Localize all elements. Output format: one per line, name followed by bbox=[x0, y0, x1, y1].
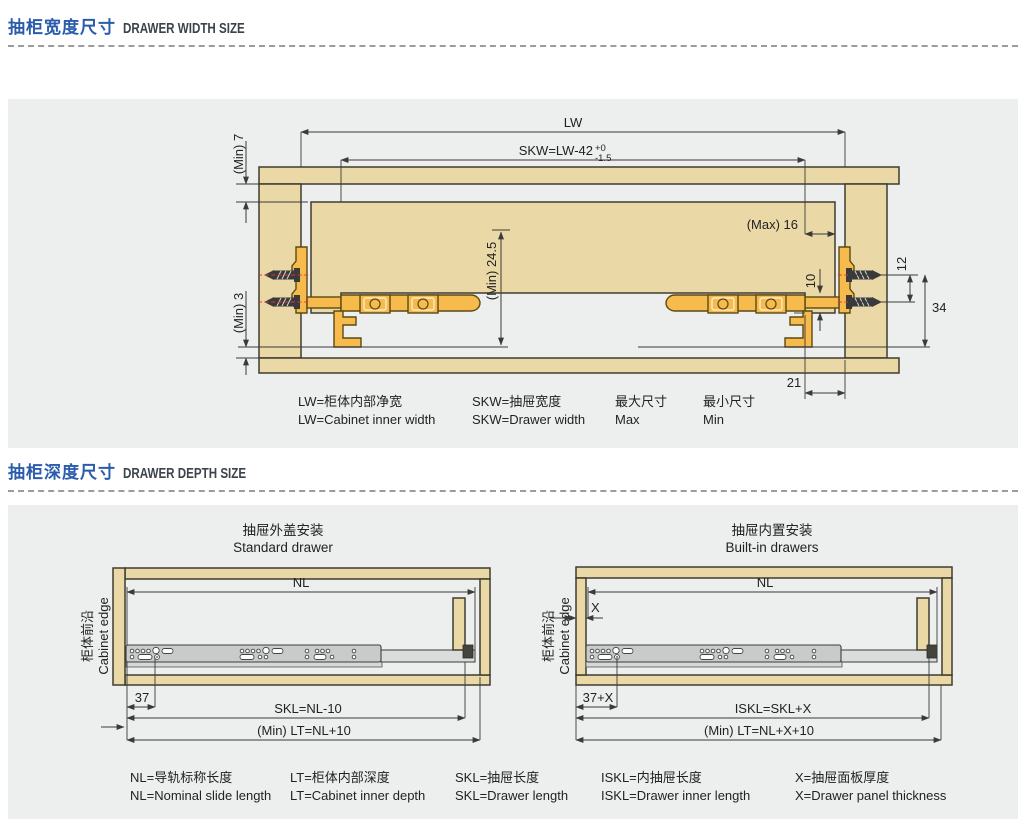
dim-37x: 37+X bbox=[583, 690, 614, 705]
depth-diagram: 抽屉外盖安装 Standard drawer NL bbox=[80, 523, 953, 743]
drawer-back-panel bbox=[916, 597, 930, 651]
dim-12: 12 bbox=[894, 257, 909, 271]
dim-lw: LW bbox=[564, 115, 583, 130]
depth-diagram-panel: 抽屉外盖安装 Standard drawer NL bbox=[8, 505, 1018, 819]
legend-lt: LT=柜体内部深度 LT=Cabinet inner depth bbox=[290, 770, 426, 803]
cabinet-edge-zh: 柜体前沿 bbox=[541, 610, 556, 662]
standard-drawer-title-zh: 抽屉外盖安装 bbox=[243, 523, 324, 538]
dim-skw-formula: SKW=LW-42 bbox=[519, 143, 593, 158]
dim-lt-left: (Min) LT=NL+10 bbox=[257, 723, 351, 738]
rail-extension bbox=[380, 649, 476, 663]
width-diagram: LW SKW=LW-42 +0 -1.5 (Min) 7 (Min) 3 bbox=[231, 115, 946, 399]
section-title-zh: 抽柜深度尺寸 bbox=[8, 463, 116, 482]
width-diagram-panel: LW SKW=LW-42 +0 -1.5 (Min) 7 (Min) 3 bbox=[8, 99, 1018, 448]
legend-nl: NL=导轨标称长度 NL=Nominal slide length bbox=[130, 770, 272, 803]
standard-drawer-diagram: 抽屉外盖安装 Standard drawer NL bbox=[80, 523, 491, 743]
dim-x: X bbox=[591, 600, 600, 615]
dim-34: 34 bbox=[932, 300, 946, 315]
built-in-title-en: Built-in drawers bbox=[725, 540, 818, 555]
built-in-title-zh: 抽屉内置安装 bbox=[732, 523, 813, 538]
legend-skw: SKW=抽屉宽度 SKW=Drawer width bbox=[472, 394, 586, 427]
drawer-front-inset bbox=[575, 577, 587, 676]
dim-nl-right: NL bbox=[757, 575, 774, 590]
dim-skw-tol-bot: -1.5 bbox=[595, 153, 611, 164]
drawer-back-panel bbox=[452, 597, 466, 651]
dim-skl: SKL=NL-10 bbox=[274, 701, 342, 716]
cabinet-edge-en: Cabinet edge bbox=[96, 597, 111, 674]
dim-min3: (Min) 3 bbox=[231, 293, 246, 333]
rear-socket bbox=[926, 644, 938, 659]
cabinet-edge-en: Cabinet edge bbox=[557, 597, 572, 674]
rear-socket bbox=[462, 644, 474, 659]
built-in-drawer-diagram: 抽屉内置安装 Built-in drawers NL bbox=[541, 523, 953, 743]
section-header-width: 抽柜宽度尺寸 DRAWER WIDTH SIZE bbox=[8, 13, 1018, 47]
dim-37: 37 bbox=[135, 690, 149, 705]
dim-nl-left: NL bbox=[293, 575, 310, 590]
dim-min245: (Min) 24.5 bbox=[484, 242, 499, 301]
section-title-zh: 抽柜宽度尺寸 bbox=[8, 18, 116, 37]
legend-iskl: ISKL=内抽屉长度 ISKL=Drawer inner length bbox=[601, 770, 751, 803]
dim-21: 21 bbox=[787, 375, 801, 390]
legend-max: 最大尺寸 Max bbox=[615, 394, 668, 427]
legend-x: X=抽屉面板厚度 X=Drawer panel thickness bbox=[795, 770, 947, 803]
dim-iskl: ISKL=SKL+X bbox=[735, 701, 812, 716]
legend-skl: SKL=抽屉长度 SKL=Drawer length bbox=[455, 770, 569, 803]
dim-max16: (Max) 16 bbox=[747, 217, 798, 232]
legend-min: 最小尺寸 Min bbox=[703, 394, 756, 427]
section-title-en: DRAWER WIDTH SIZE bbox=[123, 21, 245, 37]
dim-min7: (Min) 7 bbox=[231, 134, 246, 174]
width-dimensions: LW SKW=LW-42 +0 -1.5 (Min) 7 (Min) 3 bbox=[231, 115, 946, 399]
drawer-front-overlay bbox=[112, 567, 126, 686]
rail-extension bbox=[840, 649, 938, 663]
standard-drawer-title-en: Standard drawer bbox=[233, 540, 333, 555]
legend-lw: LW=柜体内部净宽 LW=Cabinet inner width bbox=[298, 394, 436, 427]
section-header-depth: 抽柜深度尺寸 DRAWER DEPTH SIZE bbox=[8, 458, 1018, 492]
cabinet-edge-zh: 柜体前沿 bbox=[80, 610, 95, 662]
dim-lt-right: (Min) LT=NL+X+10 bbox=[704, 723, 814, 738]
dim-10: 10 bbox=[803, 274, 818, 288]
section-title-en: DRAWER DEPTH SIZE bbox=[123, 466, 247, 482]
dim-skw-tol-top: +0 bbox=[595, 143, 606, 154]
